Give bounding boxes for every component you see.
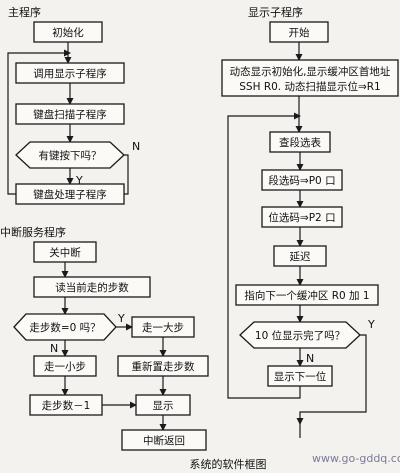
main-key-pressed-decision: 有键按下吗？ — [15, 141, 125, 169]
svg-text:中断返回: 中断返回 — [143, 434, 185, 447]
edge-display-loop-back — [227, 112, 301, 399]
isr-steps-zero-decision: 走步数=0 吗？ — [13, 313, 117, 341]
svg-text:显示: 显示 — [153, 400, 174, 412]
main-program-title: 主程序 — [8, 5, 41, 19]
svg-text:走步数－1: 走步数－1 — [42, 399, 91, 412]
svg-text:查段选表: 查段选表 — [279, 136, 321, 149]
isr-steps-minus-node: 走步数－1 — [29, 394, 103, 416]
isr-big-step-node: 走一大步 — [131, 316, 195, 338]
svg-text:走一大步: 走一大步 — [142, 321, 184, 334]
svg-text:10 位显示完了吗？: 10 位显示完了吗？ — [255, 329, 345, 342]
display-lookup-node: 查段选表 — [269, 131, 331, 153]
main-init-node: 初始化 — [33, 21, 103, 43]
svg-text:显示下一位: 显示下一位 — [274, 370, 327, 383]
isr-no-label: N — [50, 342, 58, 355]
main-yes-label: Y — [75, 174, 83, 187]
main-call-display-node: 调用显示子程序 — [15, 62, 125, 84]
svg-text:SSH R0. 动态扫描显示位⇒R1: SSH R0. 动态扫描显示位⇒R1 — [239, 80, 381, 93]
svg-text:读当前走的步数: 读当前走的步数 — [55, 281, 129, 294]
svg-text:指向下一个缓冲区 R0 加 1: 指向下一个缓冲区 R0 加 1 — [244, 289, 369, 302]
isr-read-steps-node: 读当前走的步数 — [33, 276, 151, 298]
display-no-label: N — [306, 352, 314, 365]
watermark-text: www.go-gddq.com — [312, 452, 400, 465]
svg-text:键盘扫描子程序: 键盘扫描子程序 — [33, 108, 107, 121]
edge-decision-yes-branch — [296, 334, 367, 425]
svg-text:键盘处理子程序: 键盘处理子程序 — [33, 188, 107, 201]
isr-return-node: 中断返回 — [121, 429, 207, 451]
svg-text:关中断: 关中断 — [49, 246, 81, 259]
display-init-node: 动态显示初始化,显示缓冲区首地址 SSH R0. 动态扫描显示位⇒R1 — [221, 59, 399, 97]
isr-yes-label: Y — [117, 312, 125, 325]
isr-small-step-node: 走一小步 — [33, 355, 97, 377]
svg-text:初始化: 初始化 — [52, 26, 84, 39]
main-key-scan-node: 键盘扫描子程序 — [15, 103, 125, 125]
display-bit-code-node: 位选码⇒P2 口 — [261, 206, 343, 228]
svg-text:走步数=0 吗？: 走步数=0 吗？ — [29, 321, 100, 334]
svg-text:调用显示子程序: 调用显示子程序 — [33, 67, 107, 80]
display-show-next-node: 显示下一位 — [267, 365, 333, 387]
svg-text:延迟: 延迟 — [290, 250, 311, 263]
display-yes-label: Y — [367, 318, 375, 331]
svg-text:走一小步: 走一小步 — [44, 361, 86, 373]
svg-text:重新置走步数: 重新置走步数 — [132, 360, 195, 373]
main-key-process-node: 键盘处理子程序 — [15, 183, 125, 205]
edge-main-loop-back — [7, 49, 71, 195]
edge-decision-no — [124, 154, 129, 195]
isr-reset-steps-node: 重新置走步数 — [117, 355, 209, 377]
display-start-node: 开始 — [269, 21, 329, 43]
isr-entry-node: 关中断 — [33, 241, 97, 263]
display-seg-code-node: 段选码⇒P0 口 — [261, 169, 343, 191]
svg-text:开始: 开始 — [289, 26, 310, 39]
svg-text:段选码⇒P0 口: 段选码⇒P0 口 — [268, 174, 335, 187]
display-next-buffer-node: 指向下一个缓冲区 R0 加 1 — [235, 284, 379, 306]
figure-caption: 系统的软件框图 — [190, 457, 267, 471]
main-no-label: N — [132, 140, 140, 153]
isr-show-node: 显示 — [135, 394, 191, 416]
svg-text:位选码⇒P2 口: 位选码⇒P2 口 — [268, 211, 335, 224]
display-done-decision: 10 位显示完了吗？ — [239, 321, 361, 349]
display-subroutine-title: 显示子程序 — [248, 5, 303, 19]
display-delay-node: 延迟 — [273, 245, 327, 267]
interrupt-routine-title: 中断服务程序 — [0, 225, 66, 239]
svg-text:动态显示初始化,显示缓冲区首地址: 动态显示初始化,显示缓冲区首地址 — [230, 65, 391, 78]
svg-text:有键按下吗？: 有键按下吗？ — [39, 149, 102, 162]
